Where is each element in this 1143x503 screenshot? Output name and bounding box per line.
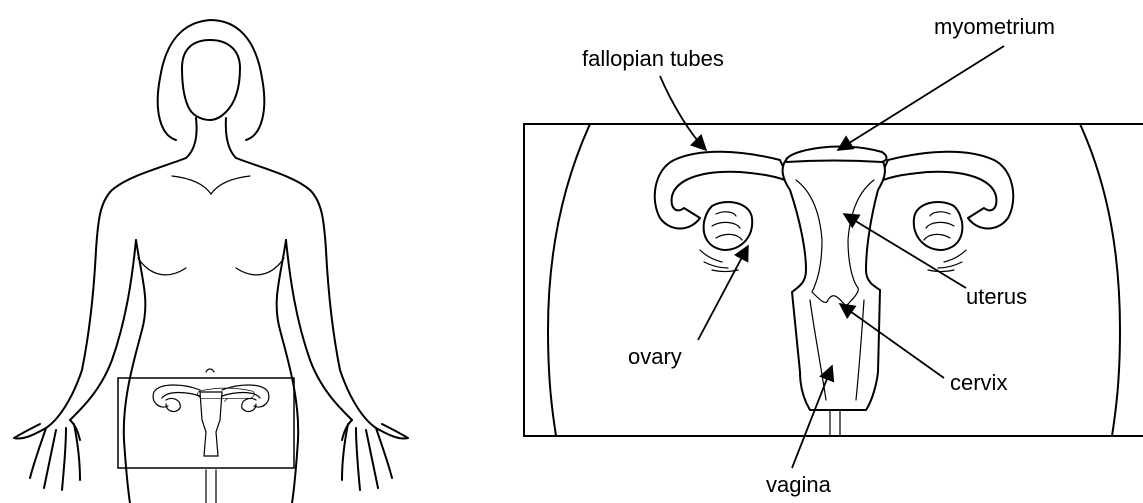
right-thigh	[1080, 124, 1120, 436]
neck-left	[186, 118, 197, 158]
left-arm-outline	[46, 158, 186, 428]
left-torso-side	[124, 240, 146, 503]
arrow-fallopian-tubes	[660, 76, 706, 150]
face-outline	[182, 40, 240, 120]
right-hand	[342, 420, 408, 490]
myometrium-cap	[786, 147, 887, 162]
arrow-ovary	[698, 246, 748, 340]
right-arm-outline	[236, 158, 376, 428]
ovary-left	[700, 202, 752, 272]
zoomed-diagram	[524, 124, 1143, 436]
left-breast	[138, 258, 186, 275]
mini-tube-left	[153, 385, 200, 407]
label-cervix: cervix	[950, 370, 1007, 395]
label-ovary: ovary	[628, 344, 682, 369]
collarbone	[172, 176, 250, 194]
navel	[206, 369, 214, 372]
mini-ovary-right	[242, 398, 256, 411]
label-myometrium: myometrium	[934, 14, 1055, 39]
vaginal-opening	[830, 410, 840, 436]
uterus-body	[783, 151, 885, 410]
label-uterus: uterus	[966, 284, 1027, 309]
mini-ovary-left	[166, 398, 180, 411]
neck-right	[226, 118, 236, 158]
left-hand	[14, 420, 80, 490]
left-thigh	[548, 124, 590, 436]
body-figure	[14, 20, 408, 503]
label-fallopian-tubes: fallopian tubes	[582, 46, 724, 71]
legs-gap	[206, 470, 216, 503]
label-vagina: vagina	[766, 472, 832, 497]
right-breast	[236, 258, 284, 275]
right-torso-side	[277, 240, 299, 503]
arrow-myometrium	[838, 46, 1004, 150]
mini-uterus-body	[200, 392, 222, 456]
hair-outline	[158, 20, 265, 140]
